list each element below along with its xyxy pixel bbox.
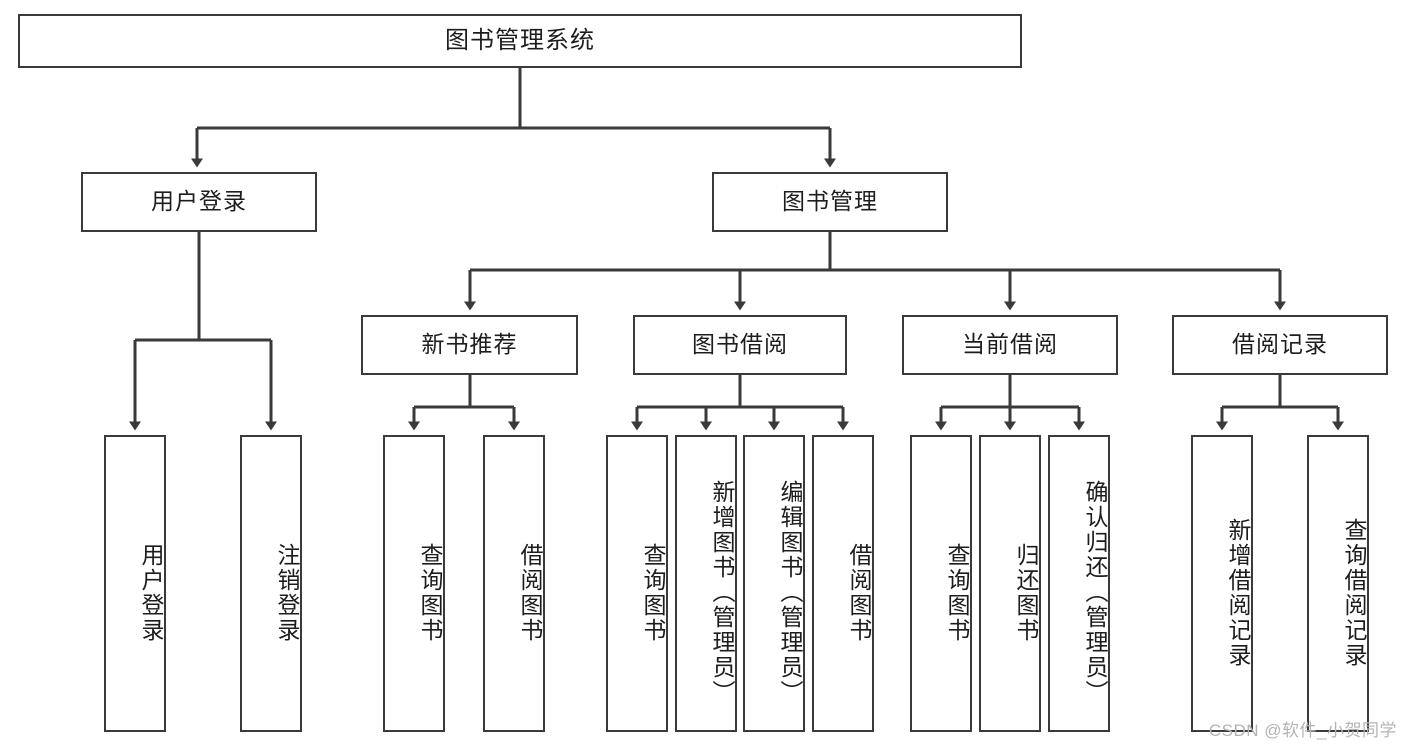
leaf-logout-login[interactable]: 注销登录 [240, 435, 302, 732]
watermark-text: CSDN @软件_小贺同学 [1208, 721, 1397, 740]
node-root[interactable]: 图书管理系统 [18, 14, 1022, 68]
leaf-borrow-book-2-label: 借阅图书 [846, 542, 872, 643]
node-book-borrow-label: 图书借阅 [692, 331, 788, 358]
leaf-edit-book-admin-label: 编辑图书（管理员） [777, 480, 803, 705]
leaf-user-login[interactable]: 用户登录 [104, 435, 166, 732]
leaf-query-book-3[interactable]: 查询图书 [910, 435, 972, 732]
node-book-manage[interactable]: 图书管理 [712, 172, 948, 232]
node-current-borrow-label: 当前借阅 [962, 331, 1058, 358]
leaf-add-book-admin[interactable]: 新增图书（管理员） [675, 435, 737, 732]
leaf-confirm-return-admin-label: 确认归还（管理员） [1082, 480, 1108, 705]
node-new-book-recommend[interactable]: 新书推荐 [361, 315, 578, 375]
leaf-borrow-book-1[interactable]: 借阅图书 [483, 435, 545, 732]
node-user-login[interactable]: 用户登录 [81, 172, 317, 232]
leaf-query-book-2-label: 查询图书 [640, 542, 666, 643]
leaf-add-book-admin-label: 新增图书（管理员） [709, 480, 735, 705]
node-book-manage-label: 图书管理 [782, 188, 878, 215]
leaf-borrow-book-2[interactable]: 借阅图书 [812, 435, 874, 732]
leaf-add-borrow-record[interactable]: 新增借阅记录 [1191, 435, 1253, 732]
leaf-query-book-3-label: 查询图书 [944, 542, 970, 643]
leaf-query-book-1-label: 查询图书 [417, 542, 443, 643]
node-book-borrow[interactable]: 图书借阅 [633, 315, 847, 375]
node-borrow-record[interactable]: 借阅记录 [1172, 315, 1388, 375]
node-root-label: 图书管理系统 [445, 26, 595, 54]
leaf-query-book-2[interactable]: 查询图书 [606, 435, 668, 732]
leaf-borrow-book-1-label: 借阅图书 [517, 542, 543, 643]
leaf-query-book-1[interactable]: 查询图书 [383, 435, 445, 732]
leaf-return-book[interactable]: 归还图书 [979, 435, 1041, 732]
leaf-query-borrow-record[interactable]: 查询借阅记录 [1307, 435, 1369, 732]
leaf-query-borrow-record-label: 查询借阅记录 [1341, 517, 1367, 668]
leaf-edit-book-admin[interactable]: 编辑图书（管理员） [743, 435, 805, 732]
node-new-book-recommend-label: 新书推荐 [421, 331, 518, 358]
leaf-logout-login-label: 注销登录 [274, 542, 300, 643]
node-current-borrow[interactable]: 当前借阅 [902, 315, 1118, 375]
node-user-login-label: 用户登录 [151, 188, 247, 215]
node-borrow-record-label: 借阅记录 [1232, 331, 1328, 358]
leaf-add-borrow-record-label: 新增借阅记录 [1225, 517, 1251, 668]
leaf-return-book-label: 归还图书 [1013, 542, 1039, 643]
leaf-user-login-label: 用户登录 [138, 542, 164, 643]
leaf-confirm-return-admin[interactable]: 确认归还（管理员） [1048, 435, 1110, 732]
